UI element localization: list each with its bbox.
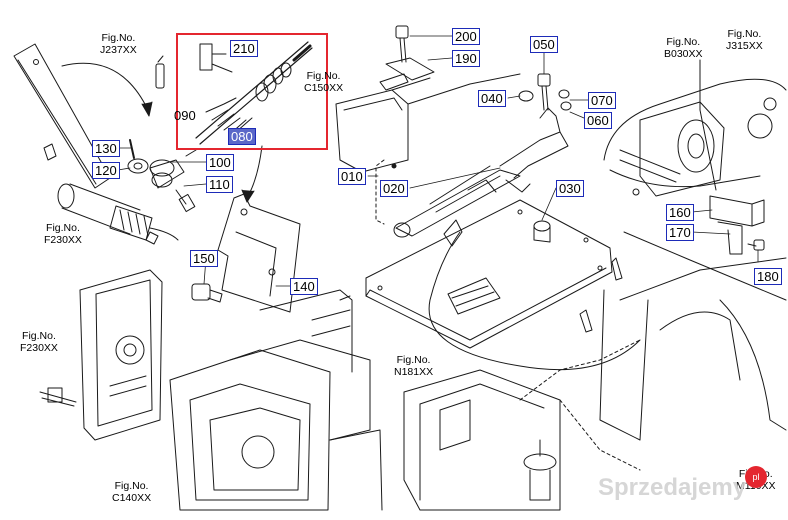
fig-ref-c150: Fig.No.C150XX — [304, 70, 344, 94]
washers — [127, 139, 196, 213]
brake-cable — [428, 231, 641, 371]
transmission-housing — [39, 269, 383, 511]
part-label-170[interactable]: 170 — [666, 224, 694, 241]
plate-n181 — [403, 369, 561, 511]
part-label-160[interactable]: 160 — [666, 204, 694, 221]
fig-ref-n181: Fig.No.N181XX — [394, 354, 434, 378]
part-label-020[interactable]: 020 — [380, 180, 408, 197]
part-label-140[interactable]: 140 — [290, 278, 318, 295]
part-label-120[interactable]: 120 — [92, 162, 120, 179]
watermark-text: Sprzedajemy — [598, 474, 747, 501]
body-c150 — [335, 73, 521, 173]
base-plate-030 — [365, 199, 613, 349]
watermark-badge: pl — [745, 466, 767, 488]
part-label-200[interactable]: 200 — [452, 28, 480, 45]
leader-lines — [117, 35, 759, 287]
fig-ref-b030: Fig.No.B030XX — [664, 36, 703, 60]
bracket-160 — [709, 195, 765, 255]
bracket-140 — [217, 193, 301, 313]
part-label-150[interactable]: 150 — [190, 250, 218, 267]
arrow-curve-right — [247, 145, 263, 197]
part-label-050[interactable]: 050 — [530, 36, 558, 53]
grease-fitting — [155, 55, 165, 89]
frame-right — [579, 231, 787, 441]
fig-ref-c140: Fig.No.C140XX — [112, 480, 152, 504]
fig-ref-j237: Fig.No.J237XX — [100, 32, 137, 56]
cable-assembly — [185, 41, 313, 157]
part-label-030[interactable]: 030 — [556, 180, 584, 197]
small-clip — [145, 231, 159, 245]
leader-dashed-2 — [559, 399, 641, 471]
leader-dashed-1 — [519, 339, 641, 401]
part-label-210[interactable]: 210 — [230, 40, 258, 57]
part-label-090[interactable]: 090 — [174, 108, 196, 123]
part-label-060[interactable]: 060 — [584, 112, 612, 129]
part-label-080[interactable]: 080 — [228, 128, 256, 145]
cable-end — [443, 219, 463, 247]
highlight-box — [176, 33, 328, 150]
housing-b030 — [603, 59, 787, 197]
fig-ref-j315: Fig.No.J315XX — [726, 28, 763, 52]
dot-010 — [391, 163, 397, 169]
bolt-150 — [191, 283, 223, 303]
part-label-010[interactable]: 010 — [338, 168, 366, 185]
part-label-040[interactable]: 040 — [478, 90, 506, 107]
group-bracket-010 — [375, 159, 385, 225]
hand-brake-lever — [393, 107, 569, 238]
part-label-070[interactable]: 070 — [588, 92, 616, 109]
arrow-head-left — [141, 101, 153, 117]
bracket-190 — [379, 25, 435, 91]
fig-ref-f230-upper: Fig.No.F230XX — [44, 222, 82, 246]
part-label-190[interactable]: 190 — [452, 50, 480, 67]
part-label-180[interactable]: 180 — [754, 268, 782, 285]
bolts-040-070 — [518, 73, 572, 111]
part-label-100[interactable]: 100 — [206, 154, 234, 171]
shaft-tube — [57, 183, 179, 241]
fig-ref-f230-lower: Fig.No.F230XX — [20, 330, 58, 354]
part-label-110[interactable]: 110 — [206, 176, 233, 193]
part-label-130[interactable]: 130 — [92, 140, 120, 157]
arrow-head-right — [241, 189, 255, 203]
arrow-curve-left — [61, 62, 149, 111]
